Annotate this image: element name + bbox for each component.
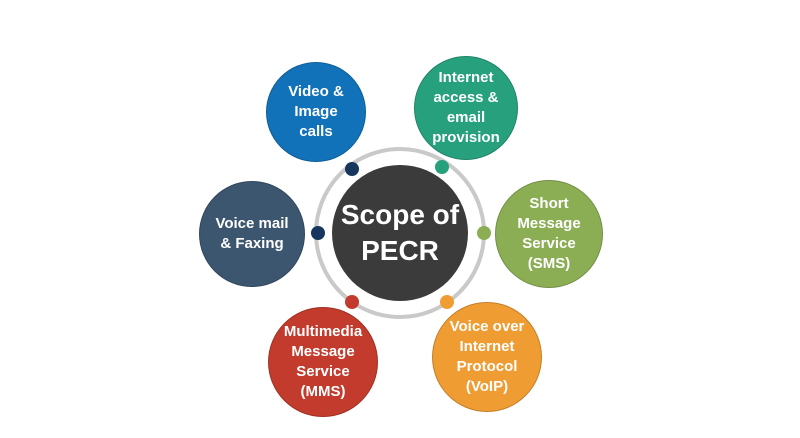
satellite-label-video-image-calls: Video & Image calls <box>288 83 344 140</box>
center-label: Scope of PECR <box>340 198 460 266</box>
connector-dot-internet-access <box>435 160 449 174</box>
satellite-video-image-calls: Video & Image calls <box>266 62 366 162</box>
satellite-label-short-message-service: Short Message Service (SMS) <box>517 195 581 272</box>
satellite-voice-over-internet-protocol: Voice over Internet Protocol (VoIP) <box>432 302 542 412</box>
connector-dot-sms <box>477 226 491 240</box>
center-circle-scope-of-pecr: Scope of PECR <box>332 165 468 301</box>
connector-dot-voice-mail-faxing <box>311 226 325 240</box>
satellite-label-multimedia-message-service: Multimedia Message Service (MMS) <box>283 323 363 400</box>
satellite-voice-mail-faxing: Voice mail & Faxing <box>199 181 305 287</box>
satellite-multimedia-message-service: Multimedia Message Service (MMS) <box>268 307 378 417</box>
connector-dot-voip <box>440 295 454 309</box>
connector-dot-video-image-calls <box>345 162 359 176</box>
satellite-label-voice-over-internet-protocol: Voice over Internet Protocol (VoIP) <box>449 318 525 395</box>
connector-dot-mms <box>345 295 359 309</box>
satellite-short-message-service: Short Message Service (SMS) <box>495 180 603 288</box>
satellite-label-internet-access-email-provision: Internet access & email provision <box>432 69 500 146</box>
satellite-label-voice-mail-faxing: Voice mail & Faxing <box>215 215 289 252</box>
satellite-internet-access-email-provision: Internet access & email provision <box>414 56 518 160</box>
